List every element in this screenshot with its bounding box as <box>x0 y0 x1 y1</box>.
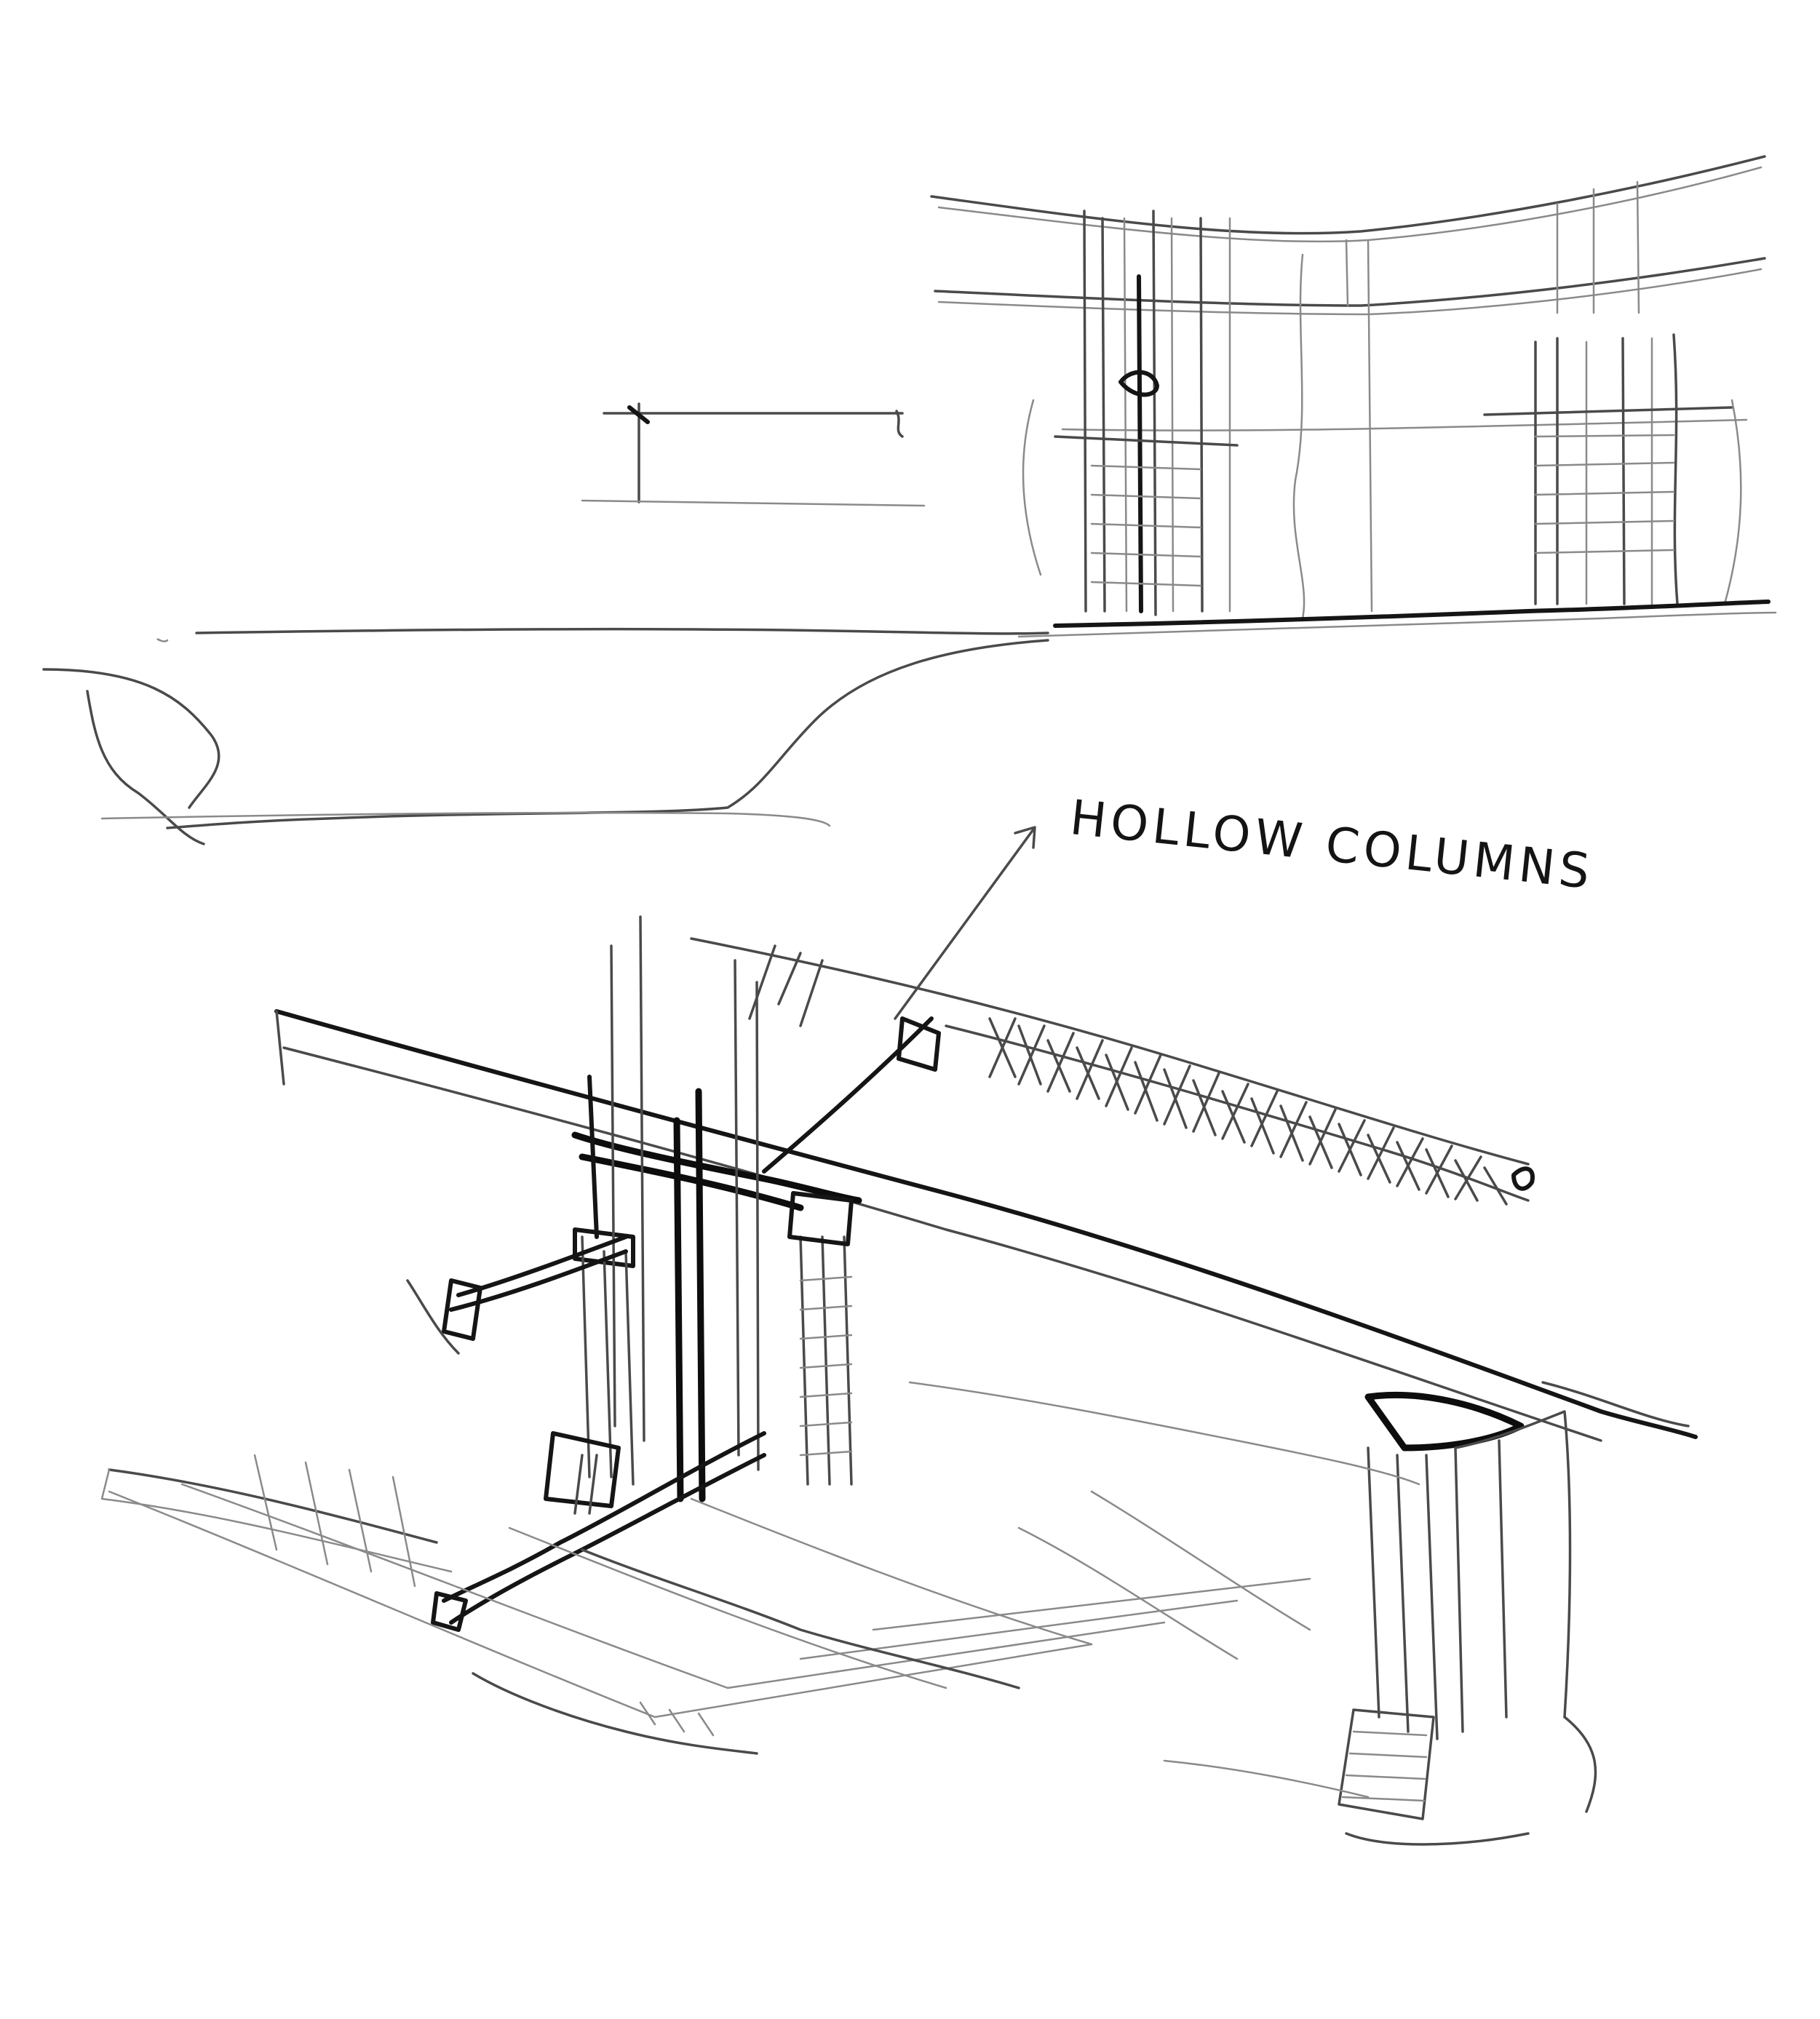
terrain-lines <box>42 627 1049 845</box>
isometric-structure <box>100 915 1698 1846</box>
arrow-icon <box>894 826 1036 1020</box>
elevation-sketch <box>581 155 1777 638</box>
